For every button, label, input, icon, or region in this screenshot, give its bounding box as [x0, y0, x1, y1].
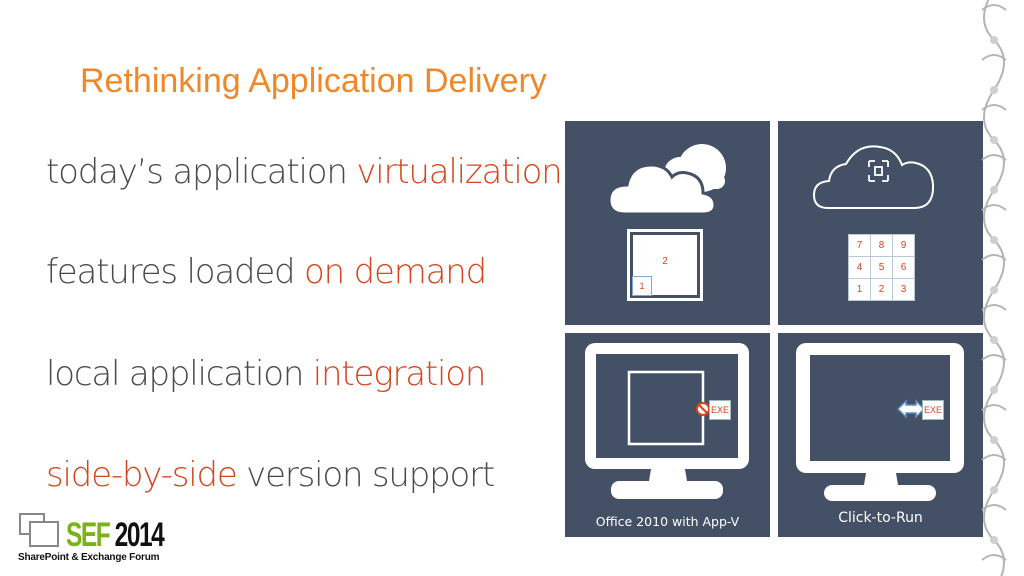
logo-subtitle: SharePoint & Exchange Forum	[18, 552, 159, 563]
sef-logo: SEF 2014 SharePoint & Exchange Forum	[18, 508, 188, 568]
numpad-key: 3	[893, 279, 914, 300]
exe-file: EXE	[709, 400, 731, 420]
tile-cloud-streaming: 2 1	[565, 121, 770, 325]
bullet-text: version support	[237, 455, 494, 495]
bullet-side-by-side: side-by-side version support	[46, 455, 494, 495]
bullet-accent: virtualization	[356, 152, 561, 192]
monitor-icon	[565, 333, 770, 508]
bullet-text: features loaded	[46, 252, 304, 292]
monitor-icon	[778, 333, 983, 508]
cloud-app-icon	[778, 121, 983, 221]
numpad-key: 9	[893, 235, 914, 256]
bullet-accent: on demand	[304, 252, 486, 292]
tile-click-to-run: EXE Click-to-Run	[778, 333, 983, 537]
numpad-key: 1	[849, 279, 870, 300]
numpad-key: 8	[871, 235, 892, 256]
bullet-accent: integration	[313, 354, 485, 394]
numpad-key: 4	[849, 257, 870, 278]
numpad-key: 5	[871, 257, 892, 278]
clouds-icon	[565, 121, 770, 231]
box-label-2: 2	[630, 256, 700, 267]
slide-title: Rethinking Application Delivery	[80, 62, 547, 101]
numpad-key: 2	[871, 279, 892, 300]
logo-brand: SEF	[66, 516, 109, 554]
logo-wordmark: SEF 2014	[66, 516, 163, 555]
bullet-on-demand: features loaded on demand	[46, 252, 486, 292]
bullet-virtualization: today’s application virtualization	[46, 152, 562, 192]
numpad-grid: 7 8 9 4 5 6 1 2 3	[848, 234, 915, 301]
tile-caption: Click-to-Run	[778, 510, 983, 526]
bullet-text: local application	[46, 354, 313, 394]
app-window-large: 2 1	[627, 229, 703, 301]
app-window-small: 1	[632, 276, 652, 296]
tile-caption: Office 2010 with App-V	[565, 514, 770, 529]
numpad-key: 6	[893, 257, 914, 278]
numpad-key: 7	[849, 235, 870, 256]
bullet-integration: local application integration	[46, 354, 485, 394]
tile-on-demand: 7 8 9 4 5 6 1 2 3	[778, 121, 983, 325]
overlapping-windows-icon	[18, 508, 68, 552]
bullet-text: today’s application	[46, 152, 356, 192]
logo-year: 2014	[115, 516, 164, 554]
bullet-accent: side-by-side	[46, 455, 237, 495]
tile-app-v: EXE Office 2010 with App-V	[565, 333, 770, 537]
ornamental-border-icon	[954, 0, 1024, 576]
exe-file: EXE	[922, 400, 944, 420]
